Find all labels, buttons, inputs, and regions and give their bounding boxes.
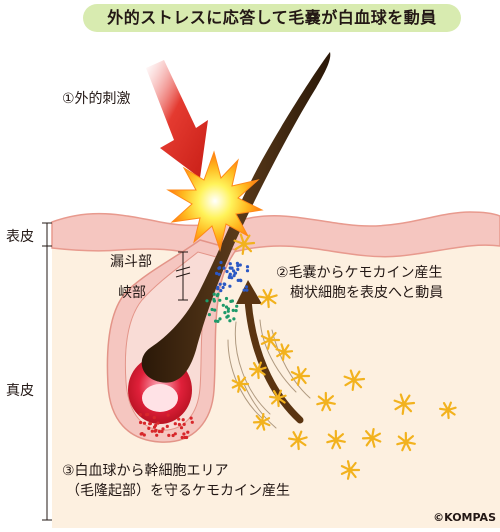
chemokine-green-dot bbox=[218, 299, 221, 302]
chemokine-green-dot bbox=[205, 299, 208, 302]
chemokine-blue-dot bbox=[215, 272, 218, 275]
chemokine-red-dot bbox=[190, 417, 193, 420]
chemokine-blue-dot bbox=[246, 265, 249, 268]
chemokine-green-dot bbox=[213, 293, 216, 296]
chemokine-red-dot bbox=[182, 418, 185, 421]
chemokine-red-dot bbox=[140, 432, 143, 435]
chemokine-red-dot bbox=[166, 425, 169, 428]
chemokine-green-dot bbox=[232, 309, 235, 312]
chemokine-green-dot bbox=[216, 294, 219, 297]
chemokine-green-dot bbox=[227, 307, 230, 310]
chemokine-red-dot bbox=[151, 430, 154, 433]
chemokine-red-dot bbox=[143, 433, 146, 436]
chemokine-green-dot bbox=[208, 313, 211, 316]
chemokine-blue-dot bbox=[246, 269, 249, 272]
chemokine-blue-dot bbox=[229, 262, 232, 265]
chemokine-green-dot bbox=[213, 309, 216, 312]
chemokine-red-dot bbox=[146, 413, 149, 416]
chemokine-red-dot bbox=[155, 434, 158, 437]
chemokine-blue-dot bbox=[219, 289, 222, 292]
chemokine-red-dot bbox=[154, 429, 157, 432]
chemokine-green-dot bbox=[225, 297, 228, 300]
chemokine-blue-dot bbox=[218, 266, 221, 269]
copyright: ©KOMPAS bbox=[433, 511, 496, 524]
chemokine-red-dot bbox=[156, 422, 159, 425]
chemokine-blue-dot bbox=[245, 285, 248, 288]
layer-brackets bbox=[42, 223, 52, 520]
chemokine-red-dot bbox=[147, 427, 150, 430]
chemokine-red-dot bbox=[183, 436, 186, 439]
chemokine-blue-dot bbox=[229, 273, 232, 276]
chemokine-blue-dot bbox=[236, 268, 239, 271]
chemokine-red-dot bbox=[149, 422, 152, 425]
chemokine-green-dot bbox=[232, 317, 235, 320]
label-epidermis: 表皮 bbox=[6, 226, 34, 246]
chemokine-red-dot bbox=[191, 421, 194, 424]
chemokine-blue-dot bbox=[239, 263, 242, 266]
chemokine-green-dot bbox=[227, 315, 230, 318]
label-step3-line2: （毛隆起部）を守るケモカイン産生 bbox=[66, 482, 290, 501]
chemokine-red-dot bbox=[139, 413, 142, 416]
chemokine-red-dot bbox=[181, 436, 184, 439]
chemokine-green-dot bbox=[228, 319, 231, 322]
chemokine-blue-dot bbox=[243, 289, 246, 292]
chemokine-green-dot bbox=[216, 320, 219, 323]
label-external-stimulus: ①外的刺激 bbox=[62, 90, 131, 109]
chemokine-red-dot bbox=[143, 422, 146, 425]
chemokine-red-dot bbox=[158, 430, 161, 433]
chemokine-green-dot bbox=[218, 317, 221, 320]
chemokine-green-dot bbox=[222, 304, 225, 307]
label-step2-line2: 樹状細胞を表皮へと動員 bbox=[290, 284, 443, 303]
chemokine-blue-dot bbox=[216, 287, 219, 290]
chemokine-red-dot bbox=[183, 423, 186, 426]
chemokine-green-dot bbox=[235, 309, 238, 312]
chemokine-red-dot bbox=[178, 423, 181, 426]
chemokine-blue-dot bbox=[234, 272, 237, 275]
chemokine-blue-dot bbox=[225, 270, 228, 273]
chemokine-blue-dot bbox=[228, 285, 231, 288]
label-infundibulum: 漏斗部 bbox=[110, 253, 152, 272]
chemokine-green-dot bbox=[231, 299, 234, 302]
chemokine-blue-dot bbox=[219, 261, 222, 264]
label-dermis: 真皮 bbox=[6, 380, 34, 400]
chemokine-blue-dot bbox=[219, 283, 222, 286]
chemokine-blue-dot bbox=[229, 267, 232, 270]
chemokine-red-dot bbox=[186, 431, 189, 434]
chemokine-green-dot bbox=[223, 311, 226, 314]
label-isthmus: 峡部 bbox=[118, 284, 146, 303]
chemokine-red-dot bbox=[180, 426, 183, 429]
chemokine-blue-dot bbox=[222, 267, 225, 270]
chemokine-green-dot bbox=[213, 299, 216, 302]
chemokine-blue-dot bbox=[223, 282, 226, 285]
chemokine-red-dot bbox=[167, 434, 170, 437]
external-stimulus-arrow bbox=[146, 60, 208, 178]
diagram-title: 外的ストレスに応答して毛嚢が白血球を動員 bbox=[83, 4, 461, 32]
chemokine-red-dot bbox=[177, 418, 180, 421]
chemokine-red-dot bbox=[167, 414, 170, 417]
chemokine-red-dot bbox=[174, 422, 177, 425]
chemokine-red-dot bbox=[153, 416, 156, 419]
chemokine-red-dot bbox=[154, 424, 157, 427]
chemokine-blue-dot bbox=[239, 279, 242, 282]
chemokine-red-dot bbox=[182, 432, 185, 435]
label-step2-line1: ②毛嚢からケモカイン産生 bbox=[276, 264, 443, 283]
dermal-papilla bbox=[142, 384, 178, 412]
label-step3-line1: ③白血球から幹細胞エリア bbox=[62, 462, 229, 481]
chemokine-green-dot bbox=[235, 305, 238, 308]
chemokine-red-dot bbox=[172, 434, 175, 437]
chemokine-red-dot bbox=[139, 421, 142, 424]
chemokine-blue-dot bbox=[222, 286, 225, 289]
